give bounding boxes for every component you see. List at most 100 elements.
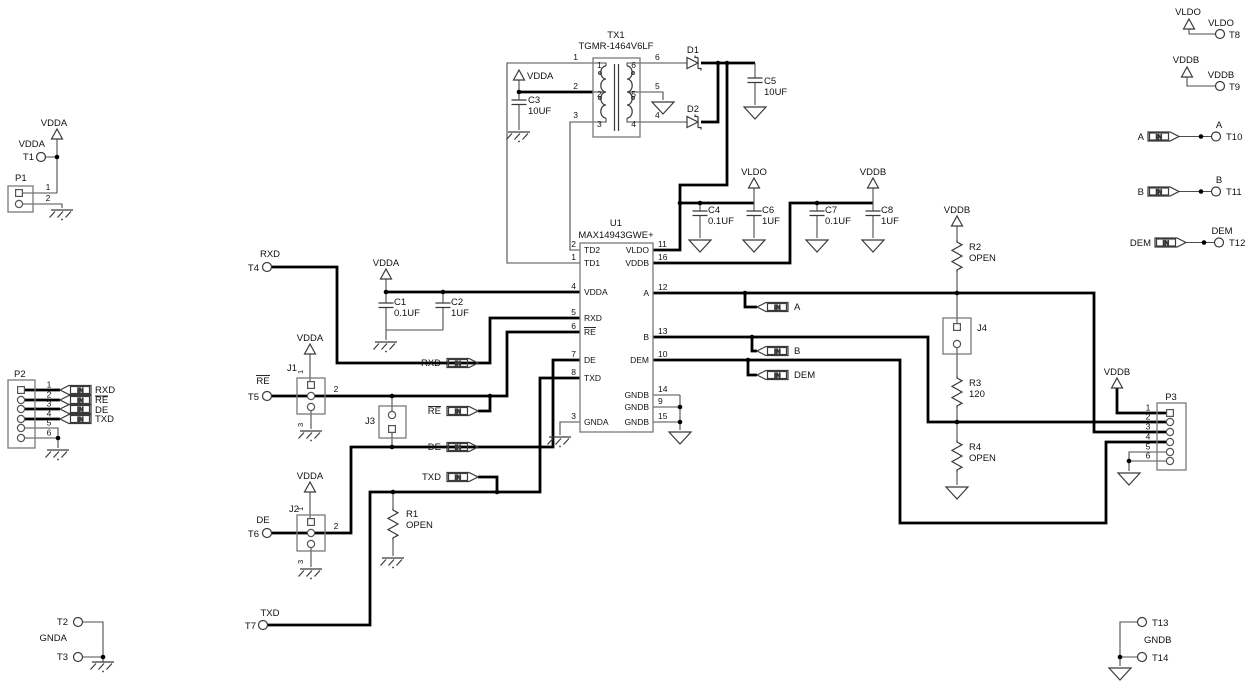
power-arrow-icon <box>50 128 64 140</box>
pin-number: 2 <box>571 239 576 249</box>
testpoint-label-t3: T3 <box>57 652 68 663</box>
gnda-ground-icon <box>48 209 74 221</box>
pin-number: 2 <box>46 193 51 203</box>
capacitor-c3-icon <box>510 99 528 106</box>
signal-label-dem: DEM <box>1130 238 1151 249</box>
testpoint-t6-icon <box>261 527 273 539</box>
value-r2: OPEN <box>969 253 996 264</box>
component-j4 <box>942 317 972 355</box>
pin-number: 3 <box>47 399 52 409</box>
component-u1 <box>579 242 654 433</box>
gnda-ground-icon <box>297 568 323 581</box>
text-labels: VDDA VDDA T1 P1 1 2 P2 1 2 3 4 5 6 RXD R… <box>14 7 1245 664</box>
capacitor-c1-icon <box>377 302 395 309</box>
refdes-p3: P3 <box>1165 392 1177 403</box>
in-flag-rxd-p2 <box>59 384 92 396</box>
ground-symbols-gnda <box>44 131 572 674</box>
pin-number: 16 <box>658 252 668 262</box>
net-label-vldo: VLDO <box>1208 18 1234 29</box>
pin-number: 2 <box>334 521 339 531</box>
power-arrow-icon <box>1182 18 1196 30</box>
gnda-ground-icon <box>297 430 323 442</box>
diode-d2-icon <box>686 113 702 131</box>
testpoint-t5-icon <box>261 390 273 402</box>
capacitor-c5-icon <box>746 77 764 84</box>
pin-name-vdda: VDDA <box>584 287 608 297</box>
in-flag-dem <box>756 369 789 381</box>
pin-number: 5 <box>1146 442 1151 452</box>
pin-number: 4 <box>571 281 576 291</box>
testpoint-t4-icon <box>261 261 273 273</box>
gnda-ground-icon <box>372 341 398 353</box>
testpoint-label-t7: T7 <box>245 621 256 632</box>
pin-number: 1 <box>597 60 602 70</box>
refdes-tx1: TX1 <box>607 30 624 41</box>
pin-number: 9 <box>658 396 663 406</box>
pin-number: 4 <box>1146 432 1151 442</box>
in-flag-dem-tp <box>1154 237 1187 248</box>
signal-label-b: B <box>794 346 800 357</box>
pin-name-gndb: GNDB <box>624 390 649 400</box>
pin-number: 7 <box>571 349 576 359</box>
in-flag-re <box>446 405 479 417</box>
testpoint-t7-icon <box>257 619 269 631</box>
pin-name-td2: TD2 <box>584 245 600 255</box>
gndb-ground-icon <box>861 239 885 253</box>
pin-number: 1 <box>47 380 52 390</box>
refdes-d1: D1 <box>687 45 699 56</box>
refdes-c7: C7 <box>825 205 837 216</box>
gnda-ground-icon <box>44 449 70 461</box>
pin-number: 6 <box>571 321 576 331</box>
pin-number: 14 <box>658 384 668 394</box>
refdes-c8: C8 <box>881 205 893 216</box>
value-c6: 1UF <box>762 216 780 227</box>
gnda-ground-icon <box>505 131 531 143</box>
pin-name-gndb: GNDB <box>624 417 649 427</box>
signal-label-rxd: RXD <box>421 358 441 369</box>
pin-number: 4 <box>47 409 52 419</box>
value-c1: 0.1UF <box>394 308 420 319</box>
gnda-ground-icon <box>89 661 115 674</box>
pin-number: 3 <box>571 411 576 421</box>
capacitor-c8-icon <box>864 210 882 217</box>
junction-dots <box>54 60 1207 660</box>
component-p1 <box>7 185 34 213</box>
pin-number: 8 <box>571 367 576 377</box>
gndb-ground-icon <box>1108 667 1132 681</box>
part-number-tx1: TGMR-1464V6LF <box>579 41 654 52</box>
in-flag-a-tp <box>1147 131 1180 142</box>
net-label-vdda: VDDA <box>527 71 554 82</box>
pin-name-rxd: RXD <box>584 313 602 323</box>
pin-number: 1 <box>573 52 578 62</box>
component-p2 <box>7 379 36 449</box>
net-label-vddb: VDDB <box>944 205 970 216</box>
signal-label-b: B <box>1216 175 1222 186</box>
testpoint-label-t5: T5 <box>248 392 259 403</box>
pin-name-txd: TXD <box>584 373 601 383</box>
testpoint-t8-icon <box>1214 28 1226 40</box>
testpoint-label-t12: T12 <box>1229 238 1245 249</box>
gnda-ground-icon <box>379 557 405 570</box>
pin-number: 6 <box>1146 451 1151 461</box>
refdes-j1: J1 <box>287 363 297 374</box>
testpoint-label-t13: T13 <box>1152 618 1168 629</box>
pin-name-td1: TD1 <box>584 258 600 268</box>
gndb-ground-icon <box>1117 472 1141 486</box>
signal-label-de: DE <box>95 405 108 416</box>
net-label-vdda: VDDA <box>373 258 400 269</box>
testpoint-label-t8: T8 <box>1229 30 1240 41</box>
in-flag-b <box>756 345 789 357</box>
pin-number: 6 <box>631 60 636 70</box>
testpoint-label-t10: T10 <box>1226 132 1242 143</box>
pin-number: 3 <box>296 423 305 427</box>
power-arrow-icon <box>1110 377 1124 389</box>
signal-label-dem: DEM <box>794 370 815 381</box>
part-number-u1: MAX14943GWE+ <box>578 230 654 241</box>
pin-number: 2 <box>573 81 578 91</box>
refdes-p1: P1 <box>15 173 27 184</box>
signal-label-txd: TXD <box>422 472 441 483</box>
pin-number: 1 <box>46 182 51 192</box>
signal-label-re: RE <box>256 376 269 387</box>
pin-number: 11 <box>658 239 667 249</box>
pin-number: 3 <box>1146 422 1151 432</box>
